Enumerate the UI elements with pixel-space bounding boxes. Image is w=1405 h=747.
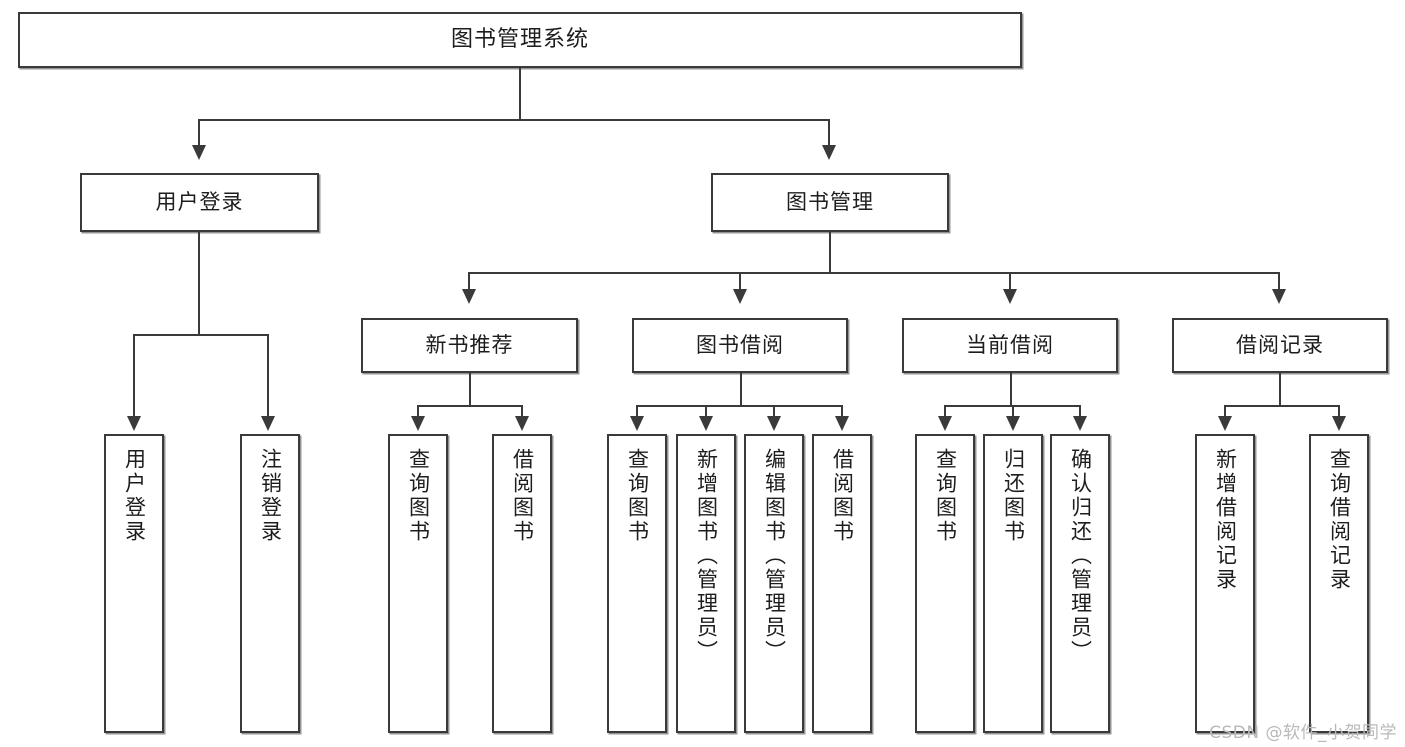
arrowhead-borrow-record xyxy=(1272,289,1286,304)
connector-recommend-drop-2 xyxy=(521,405,523,418)
node-label: 图书管理 xyxy=(786,190,874,215)
arrowhead-user-login xyxy=(192,145,206,160)
node-borrow-record[interactable]: 借阅记录 xyxy=(1172,318,1388,373)
node-new-book-recommend[interactable]: 新书推荐 xyxy=(361,318,578,373)
connector-record-bus xyxy=(1224,405,1340,407)
node-label: 借阅图书 xyxy=(510,448,535,544)
connector-recommend-bus xyxy=(417,405,523,407)
leaf-current-query-book[interactable]: 查询图书 xyxy=(915,434,975,733)
connector-borrow-stem xyxy=(740,373,742,406)
connector-borrow-drop-1 xyxy=(636,405,638,418)
arrowhead-recommend-query xyxy=(411,416,425,431)
connector-current-drop-3 xyxy=(1079,405,1081,418)
connector-recommend-drop-1 xyxy=(417,405,419,418)
arrowhead-current-borrow xyxy=(1003,289,1017,304)
node-label: 用户登录 xyxy=(122,448,147,544)
leaf-borrow-edit-book-admin[interactable]: 编辑图书（管理员） xyxy=(744,434,804,733)
node-label: 新增图书（管理员） xyxy=(694,448,719,664)
node-label: 归还图书 xyxy=(1001,448,1026,544)
connector-root-drop-left xyxy=(198,119,200,147)
node-root-system[interactable]: 图书管理系统 xyxy=(18,12,1022,68)
arrowhead-current-return xyxy=(1006,416,1020,431)
connector-borrow-drop-3 xyxy=(773,405,775,418)
leaf-borrow-lend-book[interactable]: 借阅图书 xyxy=(812,434,872,733)
connector-root-bus xyxy=(198,119,830,121)
connector-borrow-bus xyxy=(636,405,842,407)
node-label: 当前借阅 xyxy=(966,333,1054,358)
arrowhead-current-confirm xyxy=(1073,416,1087,431)
node-label: 查询图书 xyxy=(933,448,958,544)
leaf-logout[interactable]: 注销登录 xyxy=(240,434,300,733)
connector-current-drop-2 xyxy=(1012,405,1014,418)
arrowhead-borrow-lend xyxy=(835,416,849,431)
connector-bookmanage-drop-2 xyxy=(739,272,741,291)
connector-userlogin-drop-1 xyxy=(133,334,135,418)
connector-userlogin-stem xyxy=(198,232,200,335)
node-current-borrow[interactable]: 当前借阅 xyxy=(902,318,1118,373)
leaf-record-add[interactable]: 新增借阅记录 xyxy=(1195,434,1255,733)
arrowhead-borrow-add xyxy=(699,416,713,431)
arrowhead-record-add xyxy=(1218,416,1232,431)
connector-current-stem xyxy=(1010,373,1012,406)
leaf-record-query[interactable]: 查询借阅记录 xyxy=(1309,434,1369,733)
connector-root-stem xyxy=(519,68,521,120)
arrowhead-leaf-user-login xyxy=(127,416,141,431)
leaf-borrow-add-book-admin[interactable]: 新增图书（管理员） xyxy=(676,434,736,733)
connector-bookmanage-drop-1 xyxy=(468,272,470,291)
connector-root-drop-right xyxy=(828,119,830,147)
arrowhead-current-query xyxy=(938,416,952,431)
node-label: 确认归还（管理员） xyxy=(1068,448,1093,664)
leaf-recommend-query-book[interactable]: 查询图书 xyxy=(388,434,448,733)
connector-bookmanage-bus xyxy=(468,272,1278,274)
node-label: 新书推荐 xyxy=(425,333,514,358)
node-label: 编辑图书（管理员） xyxy=(762,448,787,664)
connector-record-stem xyxy=(1279,373,1281,406)
node-label: 用户登录 xyxy=(155,190,244,215)
connector-current-drop-1 xyxy=(944,405,946,418)
node-label: 图书管理系统 xyxy=(450,27,589,53)
leaf-recommend-borrow-book[interactable]: 借阅图书 xyxy=(492,434,552,733)
arrowhead-record-query xyxy=(1332,416,1346,431)
arrowhead-book-borrow xyxy=(733,289,747,304)
arrowhead-new-book-recommend xyxy=(462,289,476,304)
connector-recommend-stem xyxy=(469,373,471,406)
connector-record-drop-2 xyxy=(1338,405,1340,418)
node-label: 注销登录 xyxy=(258,448,283,544)
connector-bookmanage-drop-4 xyxy=(1278,272,1280,291)
connector-userlogin-bus xyxy=(133,334,267,336)
arrowhead-borrow-query xyxy=(630,416,644,431)
connector-userlogin-drop-2 xyxy=(267,334,269,418)
connector-bookmanage-drop-3 xyxy=(1009,272,1011,291)
node-label: 新增借阅记录 xyxy=(1213,448,1238,592)
connector-borrow-drop-4 xyxy=(841,405,843,418)
leaf-user-login[interactable]: 用户登录 xyxy=(104,434,164,733)
connector-borrow-drop-2 xyxy=(705,405,707,418)
leaf-current-confirm-return-admin[interactable]: 确认归还（管理员） xyxy=(1050,434,1110,733)
connector-record-drop-1 xyxy=(1224,405,1226,418)
node-label: 查询图书 xyxy=(406,448,431,544)
node-label: 借阅图书 xyxy=(830,448,855,544)
leaf-current-return-book[interactable]: 归还图书 xyxy=(983,434,1043,733)
node-label: 查询借阅记录 xyxy=(1327,448,1352,592)
arrowhead-book-manage xyxy=(822,145,836,160)
node-label: 查询图书 xyxy=(625,448,650,544)
arrowhead-recommend-borrow xyxy=(515,416,529,431)
node-label: 借阅记录 xyxy=(1236,333,1324,358)
node-user-login[interactable]: 用户登录 xyxy=(80,173,319,232)
connector-bookmanage-stem xyxy=(829,232,831,273)
arrowhead-leaf-logout xyxy=(261,416,275,431)
node-label: 图书借阅 xyxy=(696,333,784,358)
node-book-manage[interactable]: 图书管理 xyxy=(711,173,949,232)
arrowhead-borrow-edit xyxy=(767,416,781,431)
node-book-borrow[interactable]: 图书借阅 xyxy=(632,318,848,373)
leaf-borrow-query-book[interactable]: 查询图书 xyxy=(607,434,667,733)
